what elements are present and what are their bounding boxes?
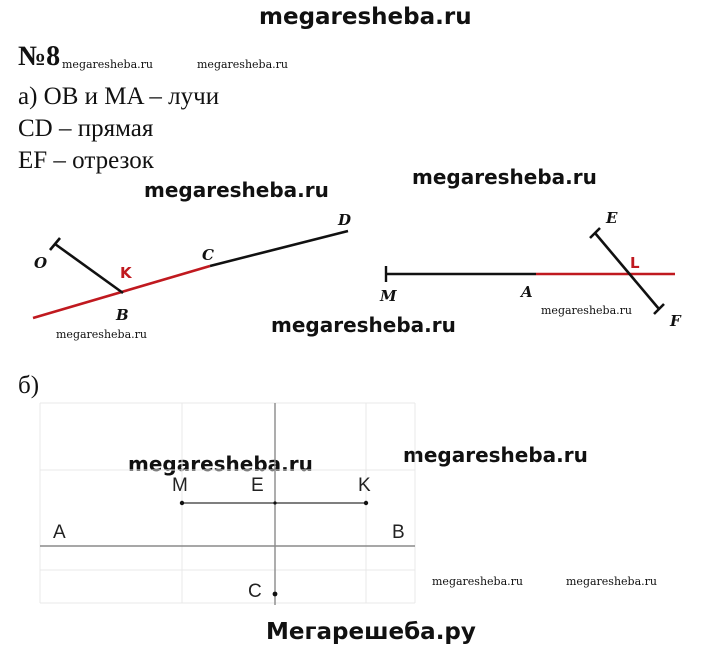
label-b-k: K — [358, 475, 371, 496]
watermark-big: megaresheba.ru — [403, 443, 588, 467]
label-e: E — [606, 209, 618, 227]
watermark-big: megaresheba.ru — [412, 165, 597, 189]
watermark-big: megaresheba.ru — [128, 452, 313, 476]
ray-ob-endpoint-tick — [49, 237, 61, 251]
label-b-m: M — [172, 475, 188, 496]
site-footer: Мегарешеба.ру — [266, 619, 476, 645]
part-a-line-1: а) OB и MA – лучи — [18, 83, 220, 110]
label-a: A — [521, 283, 533, 301]
line-cd-black-part — [209, 229, 349, 268]
label-b-c: C — [248, 581, 262, 602]
watermark-big: megaresheba.ru — [271, 313, 456, 337]
watermark-small: megaresheba.ru — [62, 58, 153, 71]
part-b-label: б) — [18, 372, 40, 399]
label-b: B — [116, 306, 129, 324]
label-m: M — [380, 287, 397, 305]
watermark-small: megaresheba.ru — [432, 575, 523, 588]
label-l: L — [630, 254, 640, 272]
watermark-small: megaresheba.ru — [197, 58, 288, 71]
label-k: K — [120, 264, 132, 282]
point-k — [363, 500, 369, 506]
watermark-big: megaresheba.ru — [144, 178, 329, 202]
label-b-a: A — [53, 522, 66, 543]
label-b-b: B — [392, 522, 405, 543]
label-c: C — [202, 246, 214, 264]
segment-ef — [594, 232, 660, 310]
ray-ob — [54, 242, 124, 295]
watermark-small: megaresheba.ru — [56, 328, 147, 341]
watermark-small: megaresheba.ru — [541, 304, 632, 317]
part-a-line-2: CD – прямая — [18, 115, 154, 142]
part-a-line-3: EF – отрезок — [18, 147, 154, 174]
label-d: D — [338, 211, 352, 229]
segment-ef-tick-f — [653, 303, 665, 315]
point-c — [272, 591, 278, 597]
point-m — [179, 500, 185, 506]
faint-grid — [39, 402, 416, 604]
segment-ef-tick-e — [589, 227, 601, 239]
point-e — [273, 501, 277, 505]
label-o: O — [34, 254, 48, 272]
watermark-small: megaresheba.ru — [566, 575, 657, 588]
label-f: F — [670, 312, 681, 330]
problem-number: №8 — [18, 41, 61, 72]
label-b-e: E — [251, 475, 264, 496]
site-header: megaresheba.ru — [259, 4, 472, 30]
